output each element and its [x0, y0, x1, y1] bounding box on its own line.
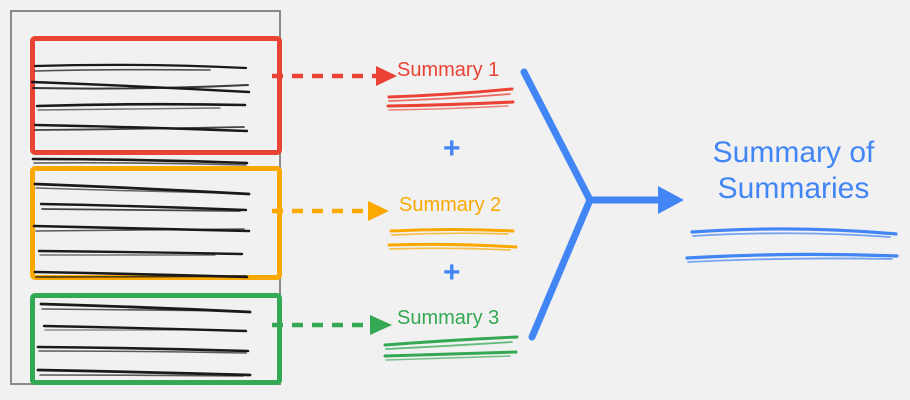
plus-operator-1: + — [443, 132, 461, 165]
final-summary-title-line-2: Summaries — [717, 172, 870, 205]
final-summary-title: Summary of Summaries — [686, 135, 901, 207]
final-summary-title-line-1: Summary of — [712, 136, 875, 169]
summary-3-label: Summary 3 — [397, 307, 500, 329]
doc-text-lines-group-1 — [30, 63, 251, 166]
summary-1-text-lines — [386, 87, 515, 111]
summary-1-label: Summary 1 — [397, 59, 500, 81]
merge-arrow-head — [658, 186, 684, 214]
summary-2-text-lines — [387, 228, 518, 251]
summary-2-label: Summary 2 — [399, 194, 502, 216]
document-group-1 — [30, 36, 282, 155]
plus-operator-2: + — [443, 256, 461, 289]
arrow-group1-to-summary1 — [272, 66, 397, 86]
merge-arrow — [520, 68, 666, 341]
doc-text-lines-group-2 — [32, 182, 251, 279]
arrow-group2-to-summary2 — [272, 201, 389, 221]
summary-3-text-lines — [383, 335, 519, 361]
final-summary-text-lines — [685, 227, 899, 263]
doc-text-lines-group-3 — [36, 302, 252, 377]
arrow-group3-to-summary3 — [272, 315, 392, 335]
